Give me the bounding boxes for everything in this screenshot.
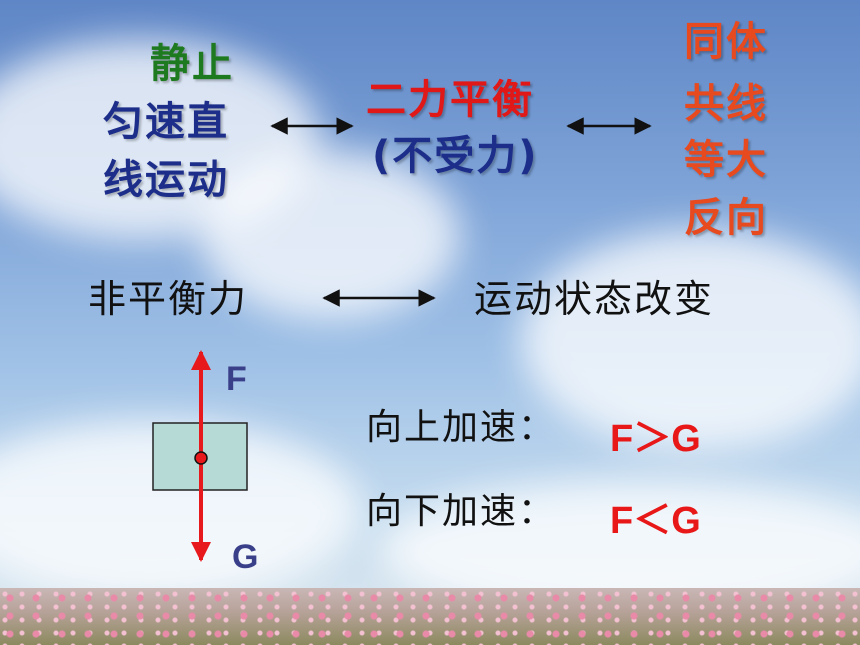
force-f-label: F: [226, 360, 247, 398]
condition-opposite-direction: 反向: [684, 195, 768, 241]
center-of-mass-dot: [194, 451, 208, 465]
no-force-note: (不受力): [372, 133, 539, 179]
force-g-label: G: [232, 538, 259, 576]
accelerate-down-label: 向下加速：: [366, 491, 557, 532]
accelerate-up-relation: F＞G: [610, 418, 701, 460]
unbalanced-force-label: 非平衡力: [88, 277, 249, 321]
motion-change-label: 运动状态改变: [474, 277, 715, 321]
accelerate-up-label: 向上加速：: [366, 407, 557, 448]
condition-equal-size: 等大: [684, 137, 768, 183]
accelerate-down-relation: F＜G: [610, 500, 701, 542]
cloud: [520, 230, 860, 450]
condition-same-line: 共线: [684, 81, 768, 127]
flower-field: [0, 588, 860, 645]
balanced-forces-title: 二力平衡: [366, 77, 534, 123]
state-uniform-line2: 线运动: [103, 157, 229, 203]
state-static: 静止: [150, 41, 234, 87]
condition-same-body: 同体: [684, 19, 768, 65]
state-uniform-line1: 匀速直: [103, 99, 229, 145]
